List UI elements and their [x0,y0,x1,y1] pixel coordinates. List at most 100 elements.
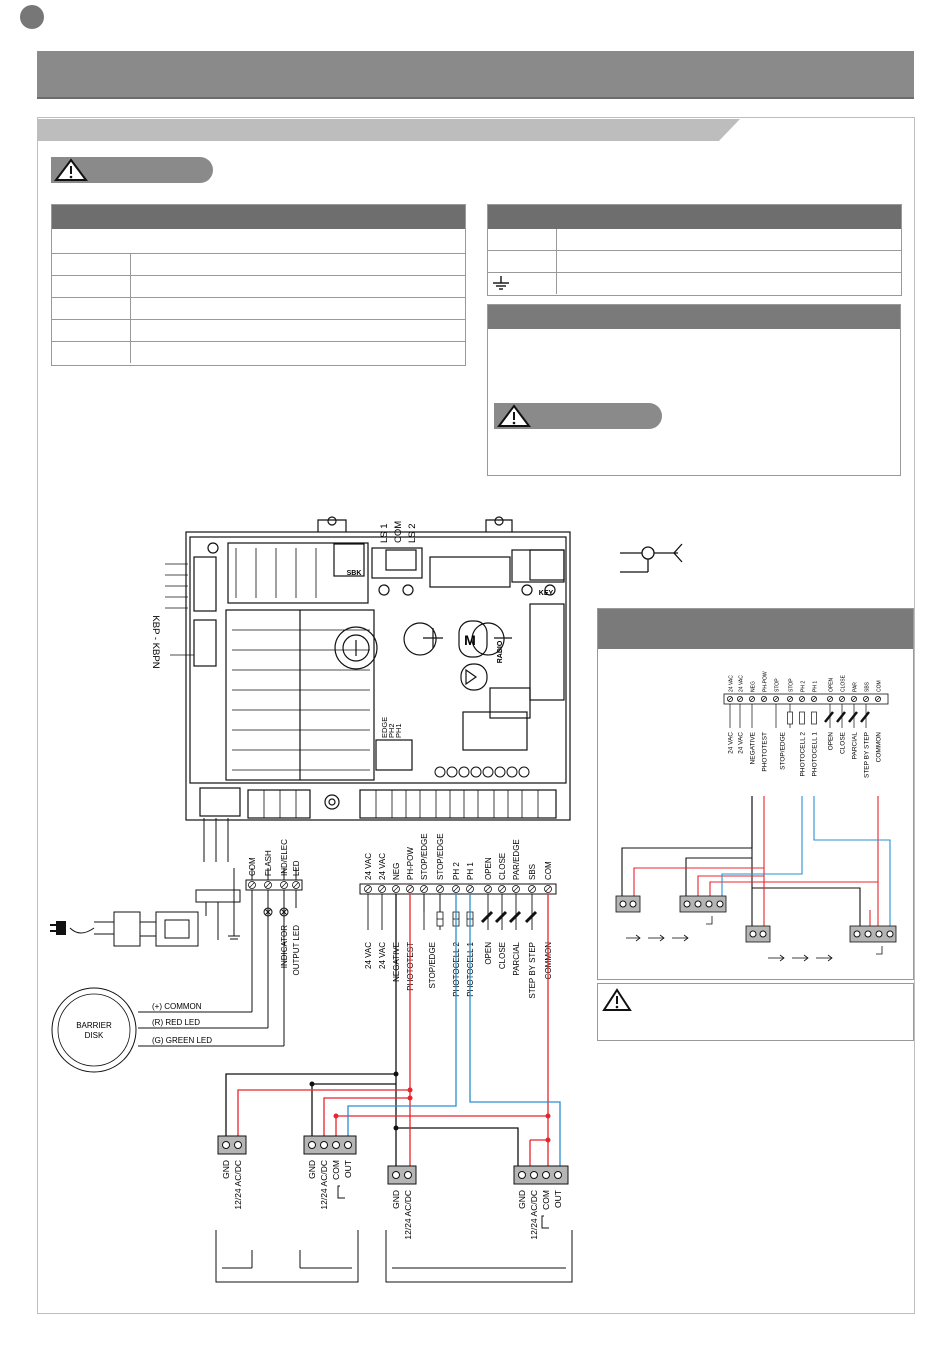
disk-lead-label: (R) RED LED [152,1018,200,1027]
right-function-label: CLOSE [498,942,507,969]
terminal-screw [364,885,372,893]
photocell-header [598,609,913,649]
photocell-warning-box [597,983,914,1041]
device-label: GND [221,1160,231,1179]
mini-function-label: 24 VAC [728,732,735,754]
notes-box [487,304,901,476]
mini-function-label: PARCIAL [852,732,859,760]
kbp-label: KBP - KBPN [150,615,161,668]
right-terminal-label: PH 2 [452,862,461,880]
page-number-dot [20,5,44,29]
mini-devices [615,895,897,943]
terminal-screw [420,885,428,893]
terminal-screw [749,696,756,703]
terminal-screw [799,696,806,703]
right-terminal-label: COM [544,861,553,880]
plug-icon [50,921,66,935]
motor-symbol: M [464,632,476,648]
table-row [488,272,901,294]
device-label: 12/24 AC/DC [319,1160,329,1210]
wire-junctions [309,1071,551,1143]
mini-terminal-label: PH 2 [801,681,807,692]
disk-lead-label: (G) GREEN LED [152,1036,212,1045]
mini-terminal-label: SBS [865,681,871,692]
right-function-label: OPEN [484,942,493,965]
indicator-lamp-icon [263,907,289,917]
dip-label: EDGE [380,717,389,738]
terminal-screw [292,881,300,889]
table-row [52,275,465,297]
right-function-label: STOP/EDGE [428,942,437,989]
left-terminal-label: LED [292,860,301,876]
left-connection-table [51,204,466,366]
table-row [52,341,465,363]
mini-function-label: NEGATIVE [750,731,757,764]
mini-function-label: STOP/EDGE [780,731,787,769]
terminal-screw [436,885,444,893]
mini-terminal-label: 24 VAC [729,675,735,692]
disk-label-line: BARRIER [76,1021,112,1030]
barrier-disk-leads: (+) COMMON(R) RED LED(G) GREEN LED [152,1002,212,1045]
mini-terminal-label: CLOSE [841,674,847,692]
mini-function-label: STEP BY STEP [864,732,871,778]
terminal-screw [498,885,506,893]
sbk-label: SBK [347,570,362,577]
disk-label-line: DISK [85,1031,104,1040]
mini-terminal-label: OPEN [829,677,835,692]
warning-icon [602,988,632,1011]
table-header [488,205,901,229]
terminal-screw [773,696,780,703]
right-terminal-label: PH-POW [406,847,415,880]
left-function-label: OUTPUT LED [292,925,301,976]
right-function-label: 24 VAC [364,942,373,969]
right-terminal-label: NEG [392,863,401,880]
table-header [52,205,465,229]
left-wiring [69,818,297,1047]
device-brackets [215,1185,573,1283]
no-contact-symbol [508,910,522,924]
terminal-screw [787,696,794,703]
table-row [52,319,465,341]
right-terminal-label: 24 VAC [364,853,373,880]
device-label: 12/24 AC/DC [233,1160,243,1210]
terminal-screw [875,696,882,703]
barrier-disk [51,987,137,1073]
table-row [488,250,901,272]
terminal-screw [761,696,768,703]
right-connection-table [487,204,902,296]
mini-terminal-label: PH-POW [763,671,769,692]
mini-terminal-label: PAR [853,682,859,692]
mini-terminal-label: NEG [751,681,757,692]
mini-terminal-label: COM [877,680,883,692]
mini-arrows [626,916,883,962]
radio-label: RADIO [497,640,504,663]
transmitter-right [387,1165,417,1185]
right-terminal-label: PAR/EDGE [512,839,521,880]
terminal-screw [406,885,414,893]
mini-function-label: OPEN [828,732,835,751]
mini-terminal-label: 24 VAC [739,675,745,692]
device-label: OUT [553,1190,563,1208]
limit-switch-label: COM [393,521,404,543]
right-function-label: PARCIAL [512,941,521,975]
receiver-left [303,1135,357,1155]
mini-terminal-label: STOP [775,678,781,692]
left-terminal-block [245,879,303,891]
terminal-screw [839,696,846,703]
right-terminal-screws [364,885,552,893]
mini-function-label: COMMON [876,732,883,763]
mini-terminal-drops [729,704,870,728]
section-tab [37,119,740,141]
left-terminal-screws [248,881,300,889]
terminal-screw [528,885,536,893]
ground-icon [493,276,509,290]
mini-function-label: PHOTOCELL 2 [800,732,807,777]
